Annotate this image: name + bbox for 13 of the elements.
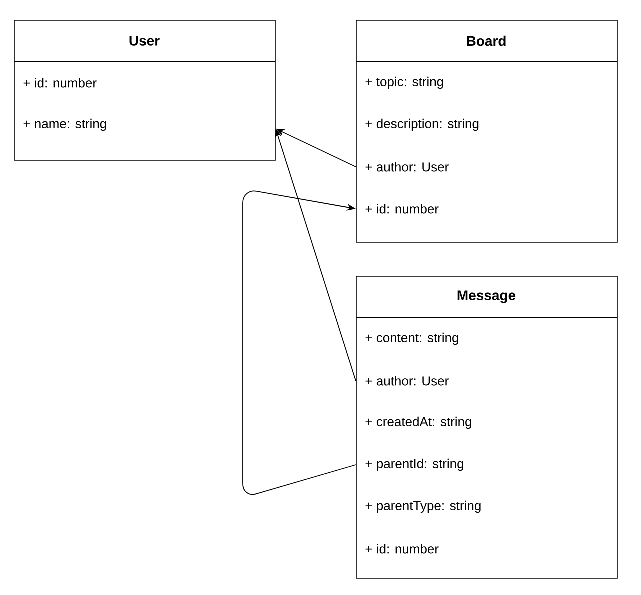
arrow bbox=[242, 190, 356, 496]
attribute-text: + id: number bbox=[24, 78, 97, 88]
attribute-text: + id: number bbox=[366, 544, 439, 554]
attribute-text: + name: string bbox=[24, 118, 106, 132]
attribute-text: + id: number bbox=[366, 204, 439, 214]
attribute-text: + author: User bbox=[366, 162, 449, 172]
attribute-text: + author: User bbox=[366, 376, 449, 386]
attribute-text: + description: string bbox=[366, 118, 479, 132]
attribute-text: + parentType: string bbox=[366, 500, 481, 514]
attribute-text: + topic: string bbox=[366, 76, 444, 90]
attribute-text: + parentId: string bbox=[366, 458, 464, 472]
attribute-text: + content: string bbox=[366, 332, 458, 346]
attribute-text: + createdAt: string bbox=[366, 416, 472, 430]
